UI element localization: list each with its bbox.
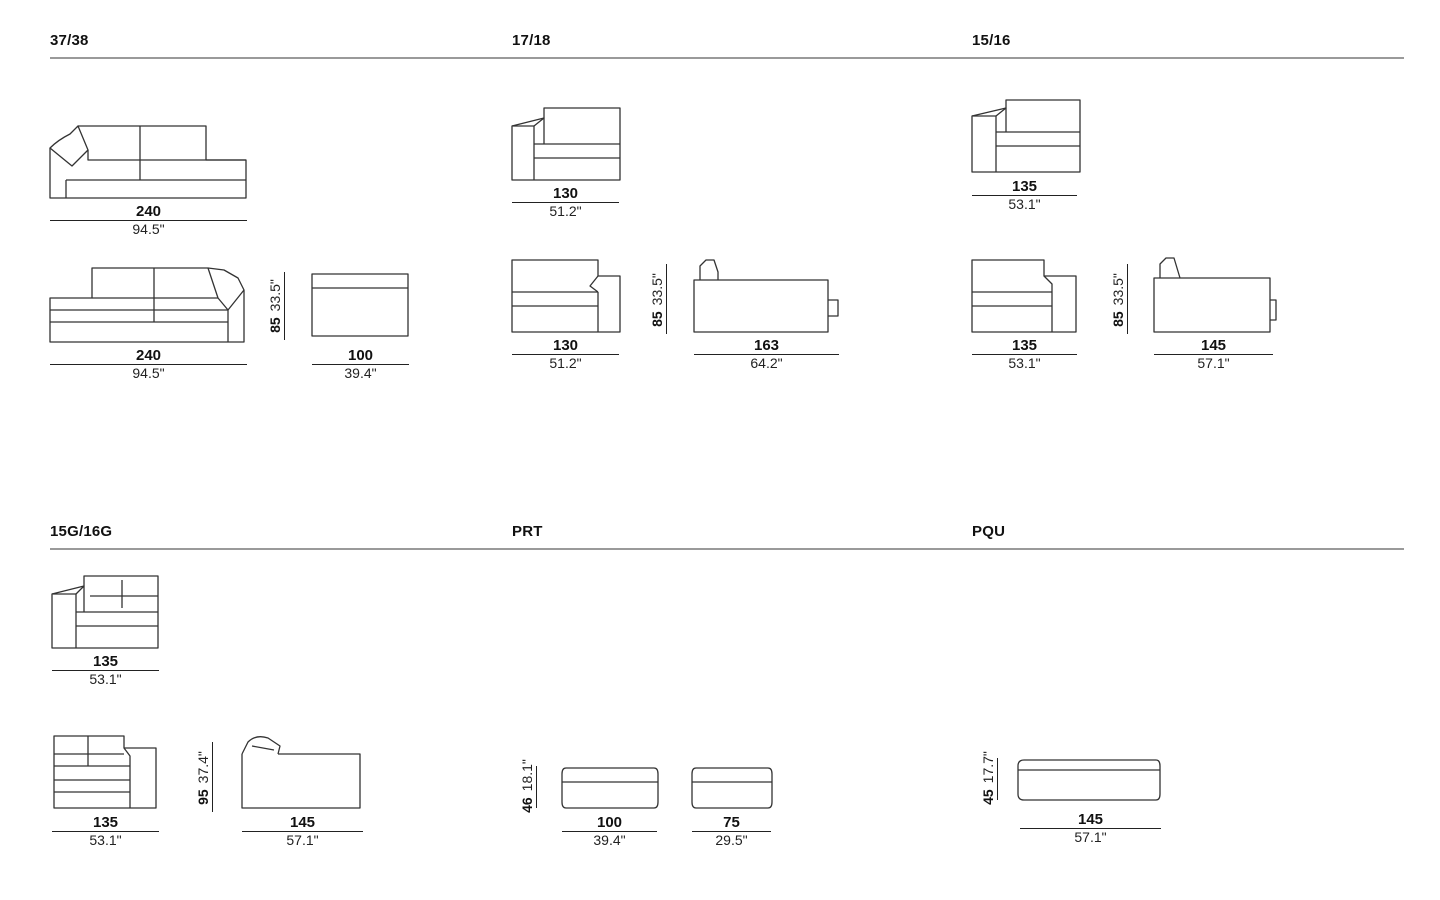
dimension-height-85-s3: 8533.5": [1109, 273, 1126, 327]
corner-module-17-side-drawing: [693, 259, 839, 333]
section-label-37-38: 37/38: [50, 32, 89, 49]
dimension-height-95-s4: 9537.4": [194, 751, 211, 805]
dimension-height-85-s2: 8533.5": [648, 273, 665, 327]
corner-module-15-top-drawing: [971, 99, 1081, 173]
chaise-sofa-top-drawing: [49, 125, 247, 199]
chaise-sofa-front-drawing: [49, 267, 245, 343]
ottoman-100-drawing: [561, 767, 659, 809]
corner-module-15-front-drawing: [971, 259, 1077, 333]
chaise-sofa-side-drawing: [311, 273, 409, 337]
section-label-pqu: PQU: [972, 523, 1006, 540]
corner-module-17-top-drawing: [511, 107, 621, 181]
height-dimension-line-s3: [1127, 264, 1128, 334]
dimension-height-45-pqu: 4517.7": [979, 751, 996, 805]
ottoman-75-drawing: [691, 767, 773, 809]
corner-module-15g-side-drawing: [241, 736, 361, 809]
bench-145-drawing: [1017, 759, 1161, 801]
corner-module-17-front-drawing: [511, 259, 621, 333]
dimension-height-85-s1: 8533.5": [266, 279, 283, 333]
corner-module-15-side-drawing: [1153, 257, 1277, 333]
section-label-17-18: 17/18: [512, 32, 551, 49]
height-dimension-line-pqu: [997, 758, 998, 800]
corner-module-15g-top-drawing: [51, 575, 159, 649]
section-label-15-16: 15/16: [972, 32, 1011, 49]
corner-module-15g-front-drawing: [53, 735, 157, 809]
height-dimension-line-prt: [536, 766, 537, 808]
height-dimension-line-s2: [666, 264, 667, 334]
height-dimension-line-s1: [284, 272, 285, 340]
section-label-prt: PRT: [512, 523, 543, 540]
section-label-15g-16g: 15G/16G: [50, 523, 113, 540]
dimension-height-46-prt: 4618.1": [518, 759, 535, 813]
top-section-rule: [50, 57, 1404, 59]
bottom-section-rule: [50, 548, 1404, 550]
height-dimension-line-s4: [212, 742, 213, 812]
